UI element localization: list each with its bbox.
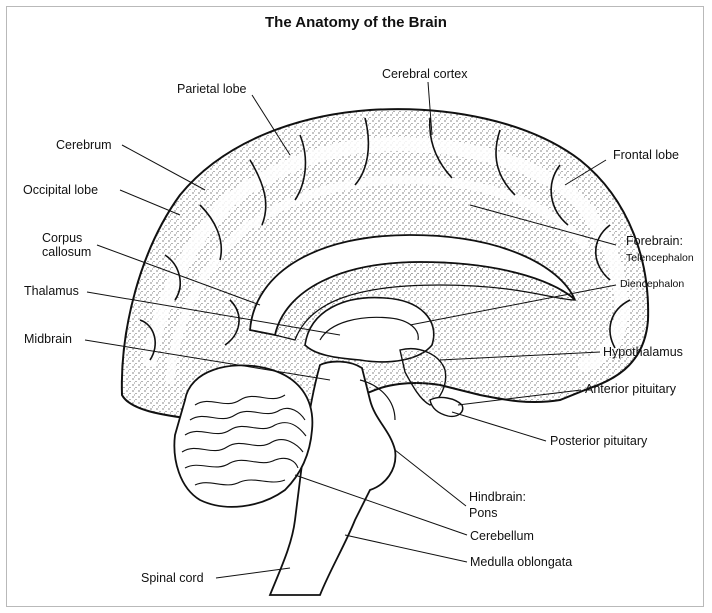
label-cerebrum: Cerebrum (56, 138, 112, 152)
label-anterior-pituitary: Anterior pituitary (585, 382, 676, 396)
label-spinal-cord: Spinal cord (141, 571, 204, 585)
label-cerebellum: Cerebellum (470, 529, 534, 543)
label-telencephalon: Telencephalon (626, 251, 694, 265)
label-frontal-lobe: Frontal lobe (613, 148, 679, 162)
label-pons: Pons (469, 506, 498, 520)
label-thalamus: Thalamus (24, 284, 79, 298)
label-midbrain: Midbrain (24, 332, 72, 346)
cerebellum (174, 365, 312, 507)
label-corpus-callosum-line2: callosum (42, 245, 91, 259)
label-posterior-pituitary: Posterior pituitary (550, 434, 647, 448)
label-cerebral-cortex: Cerebral cortex (382, 67, 467, 81)
label-parietal-lobe: Parietal lobe (177, 82, 247, 96)
label-corpus-callosum-line1: Corpus (42, 231, 82, 245)
label-hindbrain: Hindbrain: (469, 490, 526, 504)
label-forebrain: Forebrain: (626, 234, 683, 248)
label-diencephalon: Diencephalon (620, 277, 684, 291)
label-occipital-lobe: Occipital lobe (23, 183, 98, 197)
label-hypothalamus: Hypothalamus (603, 345, 683, 359)
label-medulla-oblongata: Medulla oblongata (470, 555, 572, 569)
